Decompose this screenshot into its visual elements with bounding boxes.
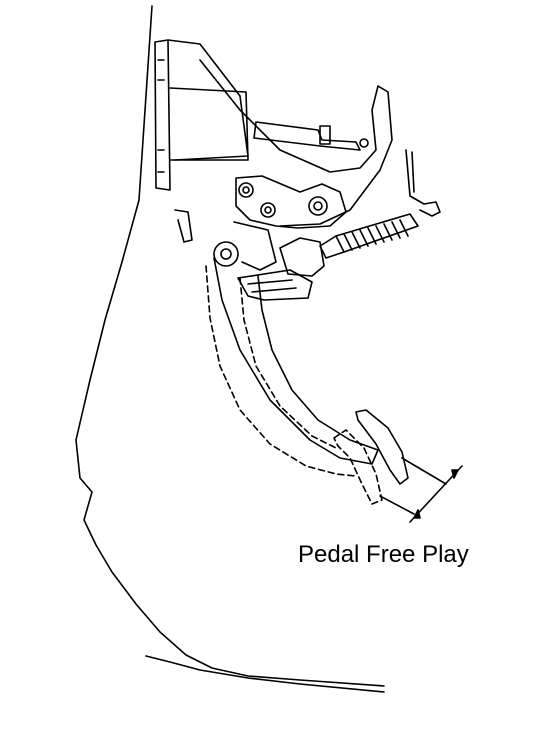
stopper-switch [233,221,325,301]
pedal-free-play-label: Pedal Free Play [298,541,469,568]
mounting-bracket [154,39,249,243]
pivot-plate [235,175,347,229]
return-spring [319,213,419,259]
free-play-dimension [379,457,463,523]
cable-rod [405,149,441,217]
pedal-pivot-bolt [213,241,239,267]
pedal-pad [355,409,409,485]
firewall-outline [75,5,385,687]
floor-line [145,655,385,693]
upper-bracket [199,59,393,227]
pedal-arm-depressed [205,265,383,505]
pedal-arm [213,257,379,465]
